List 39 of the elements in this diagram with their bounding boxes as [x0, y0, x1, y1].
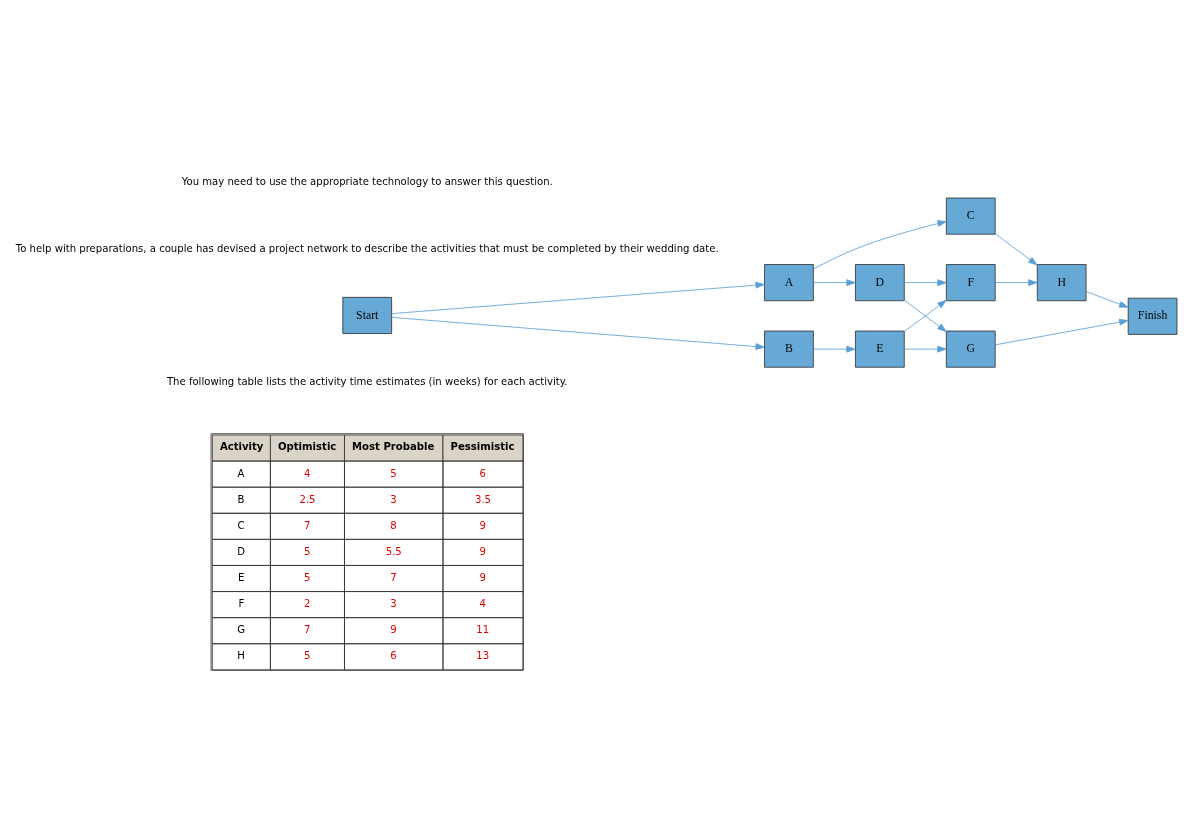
label: 7 — [304, 624, 311, 636]
label: 6 — [479, 467, 487, 479]
label: 11 — [476, 624, 490, 636]
label: 3.5 — [474, 493, 492, 505]
label: 9 — [479, 546, 487, 558]
label: 3 — [390, 493, 397, 505]
label: Activity — [219, 440, 264, 452]
label: 9 — [479, 572, 487, 584]
label: To help with preparations, a couple has devised a project network to describe the activities that must be completed by their wedding date. — [15, 242, 719, 254]
label: Most Probable — [352, 440, 435, 452]
label: 7 — [390, 572, 397, 584]
label: 4 — [304, 467, 311, 479]
label: E — [238, 572, 245, 584]
label: 4 — [479, 598, 487, 610]
label: F — [238, 598, 245, 610]
label: 5 — [304, 572, 311, 584]
label: 5.5 — [385, 546, 402, 558]
label: The following table lists the activity time estimates (in weeks) for each activity. — [166, 375, 568, 387]
label: C — [237, 519, 245, 531]
label: D — [237, 546, 245, 558]
label: 5 — [304, 546, 311, 558]
label: 3 — [390, 598, 397, 610]
label: Pessimistic — [450, 440, 515, 452]
label: A — [237, 467, 245, 479]
label: 6 — [390, 650, 397, 662]
label: You may need to use the appropriate technology to answer this question. — [181, 176, 553, 188]
label: 5 — [390, 467, 397, 479]
label: 9 — [479, 519, 487, 531]
label: 2.5 — [299, 493, 316, 505]
label: B — [237, 493, 245, 505]
label: 7 — [304, 519, 311, 531]
label: 8 — [390, 519, 397, 531]
label: 5 — [304, 650, 311, 662]
label: Optimistic — [278, 440, 337, 452]
label: 13 — [476, 650, 490, 662]
label: 2 — [304, 598, 311, 610]
label: 9 — [390, 624, 397, 636]
label: H — [237, 650, 245, 662]
label: G — [237, 624, 245, 636]
